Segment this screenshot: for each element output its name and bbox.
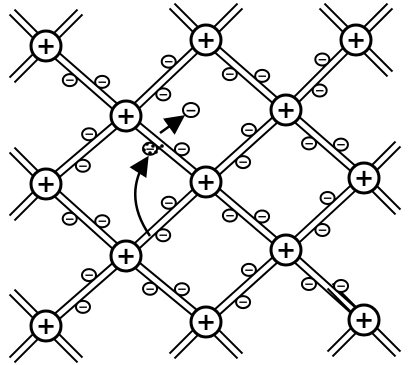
electron-symbol: − bbox=[65, 73, 75, 87]
electron: − bbox=[95, 214, 109, 228]
electron-symbol: − bbox=[65, 212, 75, 226]
electron: − bbox=[82, 268, 96, 282]
ion: + bbox=[31, 169, 61, 199]
electron: − bbox=[315, 53, 329, 67]
ion-symbol: + bbox=[36, 170, 56, 198]
electron-symbol: − bbox=[225, 67, 235, 81]
ion: + bbox=[191, 307, 221, 337]
electron-symbol: − bbox=[164, 55, 174, 69]
ion: + bbox=[341, 25, 371, 55]
electron-symbol: − bbox=[158, 228, 168, 242]
electron-symbol: − bbox=[225, 208, 235, 222]
electron-symbol: − bbox=[244, 263, 254, 277]
electron: − bbox=[302, 277, 316, 291]
electron: − bbox=[162, 196, 176, 210]
ion: + bbox=[31, 311, 61, 341]
electron-symbol: − bbox=[78, 159, 88, 173]
electron: − bbox=[334, 138, 348, 152]
electron: − bbox=[175, 282, 189, 296]
electron: − bbox=[242, 123, 256, 137]
electron-symbol: − bbox=[177, 142, 187, 156]
ion-symbol: + bbox=[276, 96, 296, 124]
electron: − bbox=[143, 282, 157, 296]
electron-symbol: − bbox=[304, 136, 314, 150]
electron: − bbox=[223, 67, 237, 81]
electron: − bbox=[95, 75, 109, 89]
electron-symbol: − bbox=[164, 196, 174, 210]
free-electron-symbol: − bbox=[185, 103, 197, 119]
electron: − bbox=[175, 142, 189, 156]
ion-symbol: + bbox=[276, 236, 296, 264]
electron: − bbox=[156, 87, 170, 101]
ion: + bbox=[191, 167, 221, 197]
electron: − bbox=[315, 223, 329, 237]
electron-symbol: − bbox=[315, 83, 325, 97]
electron: − bbox=[255, 69, 269, 83]
electron-symbol: − bbox=[257, 69, 267, 83]
ion: + bbox=[271, 95, 301, 125]
electron: − bbox=[302, 136, 316, 150]
ion-symbol: + bbox=[354, 306, 374, 334]
ion-symbol: + bbox=[36, 32, 56, 60]
electron-symbol: − bbox=[257, 210, 267, 224]
electron: − bbox=[76, 159, 90, 173]
electron: − bbox=[162, 55, 176, 69]
electron-symbol: − bbox=[304, 277, 314, 291]
electron: − bbox=[63, 73, 77, 87]
electron: − bbox=[255, 210, 269, 224]
ion-symbol: + bbox=[354, 164, 374, 192]
free-electron: − bbox=[183, 103, 199, 119]
ion: + bbox=[349, 163, 379, 193]
electron: − bbox=[313, 83, 327, 97]
ion-symbol: + bbox=[116, 102, 136, 130]
ion: + bbox=[271, 235, 301, 265]
ions: + + + + + + + + + + + + + bbox=[31, 25, 379, 341]
migration-arrow bbox=[135, 160, 150, 236]
electron: − bbox=[82, 127, 96, 141]
ion: + bbox=[31, 31, 61, 61]
electron: − bbox=[223, 208, 237, 222]
ejection-arrow bbox=[160, 118, 181, 133]
electron: − bbox=[236, 155, 250, 169]
electron-symbol: − bbox=[78, 300, 88, 314]
ion: + bbox=[111, 101, 141, 131]
electron: − bbox=[242, 263, 256, 277]
electron-symbol: − bbox=[244, 123, 254, 137]
electron-symbol: − bbox=[323, 191, 333, 205]
electron: − bbox=[63, 212, 77, 226]
electron-symbol: − bbox=[145, 282, 155, 296]
ion-symbol: + bbox=[36, 312, 56, 340]
ion: + bbox=[111, 241, 141, 271]
electron: − bbox=[76, 300, 90, 314]
electron: − bbox=[236, 295, 250, 309]
electron-symbol: − bbox=[84, 127, 94, 141]
ion-symbol: + bbox=[196, 168, 216, 196]
electron-symbol: − bbox=[97, 214, 107, 228]
electron-symbol: − bbox=[84, 268, 94, 282]
electron-symbol: − bbox=[317, 223, 327, 237]
ion-symbol: + bbox=[346, 26, 366, 54]
ion-symbol: + bbox=[196, 308, 216, 336]
electron: − bbox=[156, 228, 170, 242]
electron-symbol: − bbox=[97, 75, 107, 89]
electron-symbol: − bbox=[177, 282, 187, 296]
electron-symbol: − bbox=[238, 155, 248, 169]
electron-symbol: − bbox=[336, 138, 346, 152]
electron-symbol: − bbox=[238, 295, 248, 309]
electron-symbol: − bbox=[336, 279, 346, 293]
ion-symbol: + bbox=[116, 242, 136, 270]
electron: − bbox=[334, 279, 348, 293]
ion: + bbox=[191, 25, 221, 55]
electron-symbol: − bbox=[158, 87, 168, 101]
ion: + bbox=[349, 305, 379, 335]
electron: − bbox=[321, 191, 335, 205]
electron-symbol: − bbox=[317, 53, 327, 67]
ion-symbol: + bbox=[196, 26, 216, 54]
